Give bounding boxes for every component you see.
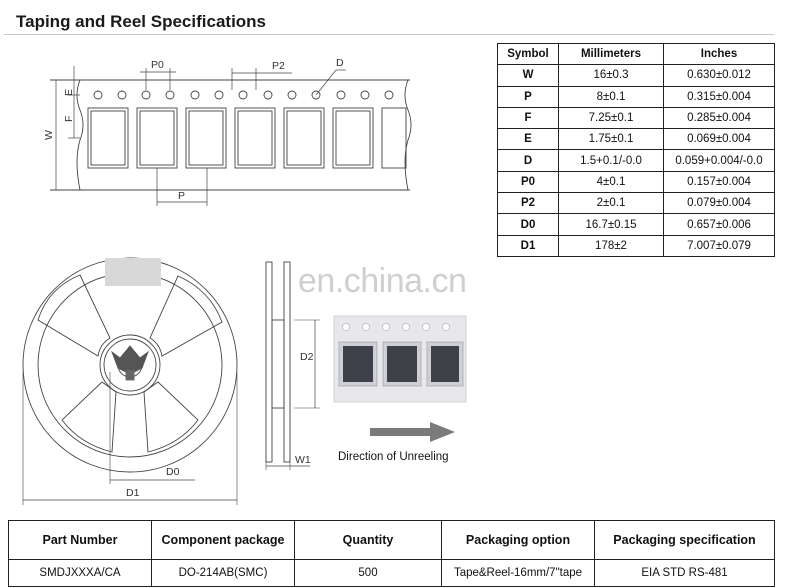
symbol-cell: W	[497, 64, 559, 87]
e-label: E	[63, 89, 75, 96]
inch-cell: 0.059+0.004/-0.0	[663, 149, 775, 172]
symbol-cell: D1	[497, 234, 559, 257]
packaging-table: Part Number Component package Quantity P…	[8, 520, 775, 587]
w1-label: W1	[295, 454, 311, 466]
packaging-option-cell: Tape&Reel-16mm/7"tape	[441, 559, 595, 587]
sprocket-holes	[93, 90, 394, 100]
title-bar: Taping and Reel Specifications	[4, 4, 774, 35]
table-row: D0 16.7±0.15 0.657±0.006	[497, 213, 775, 236]
watermark: en.china.cn	[298, 262, 467, 300]
table-row: P 8±0.1 0.315±0.004	[497, 85, 775, 108]
d2-label: D2	[300, 351, 314, 363]
mm-cell: 1.5+0.1/-0.0	[558, 149, 664, 172]
inch-cell: 7.007±0.079	[663, 234, 775, 257]
mm-cell: 178±2	[558, 234, 664, 257]
reel-label-area	[105, 258, 161, 286]
d0-label: D0	[166, 466, 180, 478]
inch-cell: 0.069±0.004	[663, 128, 775, 151]
w-label: W	[43, 130, 55, 140]
symbol-cell: D	[497, 149, 559, 172]
header-part-number: Part Number	[8, 520, 152, 560]
carrier-tape-photo	[333, 315, 467, 403]
f-label: F	[63, 116, 75, 122]
spec-header-inches: Inches	[663, 42, 775, 66]
spec-header-millimeters: Millimeters	[558, 42, 664, 66]
symbol-cell: F	[497, 106, 559, 130]
packaging-header-row: Part Number Component package Quantity P…	[8, 520, 775, 560]
mm-cell: 1.75±0.1	[558, 128, 664, 151]
table-row: D1 178±2 7.007±0.079	[497, 234, 775, 257]
mm-cell: 2±0.1	[558, 192, 664, 215]
p2-label: P2	[272, 60, 285, 72]
mm-cell: 16.7±0.15	[558, 213, 664, 236]
symbol-cell: D0	[497, 213, 559, 236]
tape-pockets	[87, 107, 407, 169]
spec-header-symbol: Symbol	[497, 42, 559, 66]
symbol-cell: P0	[497, 170, 559, 194]
header-packaging-specification: Packaging specification	[594, 520, 775, 560]
unreeling-arrow-icon	[370, 422, 455, 442]
unreeling-direction-label: Direction of Unreeling	[338, 451, 449, 463]
inch-cell: 0.285±0.004	[663, 106, 775, 130]
table-row: P0 4±0.1 0.157±0.004	[497, 170, 775, 194]
quantity-cell: 500	[294, 559, 442, 587]
component-package-cell: DO-214AB(SMC)	[151, 559, 295, 587]
p-label: P	[178, 190, 185, 202]
mm-cell: 7.25±0.1	[558, 106, 664, 130]
mm-cell: 16±0.3	[558, 64, 664, 87]
inch-cell: 0.630±0.012	[663, 64, 775, 87]
symbol-cell: P2	[497, 192, 559, 215]
table-row: SMDJXXXA/CA DO-214AB(SMC) 500 Tape&Reel-…	[8, 559, 775, 587]
header-quantity: Quantity	[294, 520, 442, 560]
table-row: W 16±0.3 0.630±0.012	[497, 64, 775, 87]
inch-cell: 0.157±0.004	[663, 170, 775, 194]
reel-front-view	[22, 257, 238, 505]
reel-side-view	[265, 261, 320, 470]
inch-cell: 0.079±0.004	[663, 192, 775, 215]
header-component-package: Component package	[151, 520, 295, 560]
mm-cell: 8±0.1	[558, 85, 664, 108]
table-row: D 1.5+0.1/-0.0 0.059+0.004/-0.0	[497, 149, 775, 172]
part-number-cell: SMDJXXXA/CA	[8, 559, 152, 587]
inch-cell: 0.315±0.004	[663, 85, 775, 108]
page-title: Taping and Reel Specifications	[16, 12, 267, 31]
symbol-cell: E	[497, 128, 559, 151]
packaging-specification-cell: EIA STD RS-481	[594, 559, 775, 587]
inch-cell: 0.657±0.006	[663, 213, 775, 236]
spec-table-header-row: Symbol Millimeters Inches	[497, 42, 775, 66]
header-packaging-option: Packaging option	[441, 520, 595, 560]
table-row: F 7.25±0.1 0.285±0.004	[497, 106, 775, 130]
table-row: P2 2±0.1 0.079±0.004	[497, 192, 775, 215]
tape-drawing	[50, 66, 412, 206]
table-row: E 1.75±0.1 0.069±0.004	[497, 128, 775, 151]
d-label: D	[336, 57, 344, 69]
p0-label: P0	[151, 59, 164, 71]
d1-label: D1	[126, 487, 140, 499]
mm-cell: 4±0.1	[558, 170, 664, 194]
spec-table: Symbol Millimeters Inches W 16±0.3 0.630…	[497, 42, 775, 257]
symbol-cell: P	[497, 85, 559, 108]
